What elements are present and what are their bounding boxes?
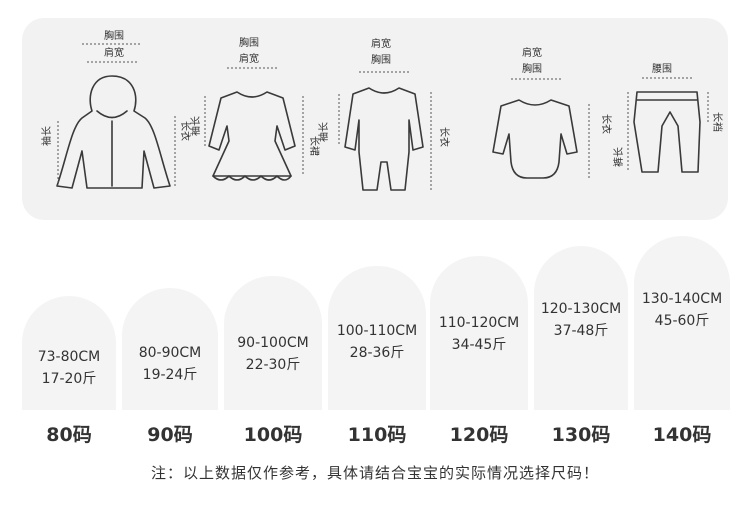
bodysuit-chest-label: 胸围 — [522, 62, 542, 75]
dress-diagram: 胸围 肩宽 袖长 长裙 — [187, 26, 321, 206]
weight-range: 34-45斤 — [451, 337, 507, 354]
height-range: 80-90CM — [138, 345, 202, 361]
height-range: 73-80CM — [37, 349, 101, 365]
size-label: 130码 — [551, 424, 611, 446]
jacket-length-label: 长衣 — [179, 121, 192, 141]
pants-diagram: 腰围 裤长 长裆 — [612, 62, 724, 202]
jacket-chest-label: 胸围 — [104, 29, 124, 42]
disclaimer-note: 注：以上数据仅作参考，具体请结合宝宝的实际情况选择尺码！ — [150, 464, 599, 482]
weight-range: 17-20斤 — [41, 371, 97, 388]
size-label: 80码 — [46, 424, 92, 446]
size-label: 90码 — [147, 424, 193, 446]
jacket-sleeve-label: 袖长 — [40, 126, 53, 146]
jacket-shoulder-label: 肩宽 — [104, 46, 124, 59]
weight-range: 28-36斤 — [349, 345, 405, 362]
size-label: 140码 — [652, 424, 712, 446]
jacket-diagram: 胸围 肩宽 袖长 长衣 — [40, 26, 192, 206]
pants-rise-label: 长裆 — [711, 112, 724, 132]
dress-chest-label: 胸围 — [239, 36, 259, 49]
pants-length-label: 裤长 — [612, 147, 625, 167]
height-range: 110-120CM — [438, 315, 520, 331]
weight-range: 22-30斤 — [245, 357, 301, 374]
height-range: 100-110CM — [336, 323, 418, 339]
bodysuit-diagram: 肩宽 胸围 长衣 袖长 — [477, 44, 613, 204]
weight-range: 45-60斤 — [654, 313, 710, 330]
weight-range: 37-48斤 — [553, 323, 609, 340]
size-arch: 73-80CM 17-20斤 — [22, 296, 116, 410]
dress-shoulder-label: 肩宽 — [239, 52, 259, 65]
size-arch: 110-120CM 34-45斤 — [430, 256, 528, 410]
garment-diagram-panel: 胸围 肩宽 袖长 长衣 胸围 肩宽 袖长 长裙 肩宽 — [22, 18, 728, 220]
romper-diagram: 肩宽 胸围 袖长 长衣 — [317, 32, 451, 207]
bodysuit-shoulder-label: 肩宽 — [522, 46, 542, 59]
size-arch: 100-110CM 28-36斤 — [328, 266, 426, 410]
weight-range: 19-24斤 — [142, 367, 198, 384]
size-arch: 120-130CM 37-48斤 — [534, 246, 628, 410]
size-label: 100码 — [243, 424, 303, 446]
size-arch: 130-140CM 45-60斤 — [634, 236, 730, 410]
romper-sleeve-label: 袖长 — [317, 122, 330, 142]
dress-sleeve-label: 袖长 — [189, 116, 202, 136]
size-arch: 90-100CM 22-30斤 — [224, 276, 322, 410]
height-range: 130-140CM — [641, 291, 723, 307]
romper-chest-label: 胸围 — [371, 53, 391, 66]
pants-waist-label: 腰围 — [652, 63, 672, 75]
size-arch: 80-90CM 19-24斤 — [122, 288, 218, 410]
height-range: 90-100CM — [237, 335, 309, 351]
dress-length-label: 长裙 — [308, 136, 321, 156]
size-label: 120码 — [449, 424, 509, 446]
romper-length-label: 长衣 — [438, 127, 451, 147]
size-label: 110码 — [347, 424, 407, 446]
romper-shoulder-label: 肩宽 — [371, 37, 391, 50]
bodysuit-length-label: 长衣 — [600, 114, 613, 134]
height-range: 120-130CM — [540, 301, 622, 317]
